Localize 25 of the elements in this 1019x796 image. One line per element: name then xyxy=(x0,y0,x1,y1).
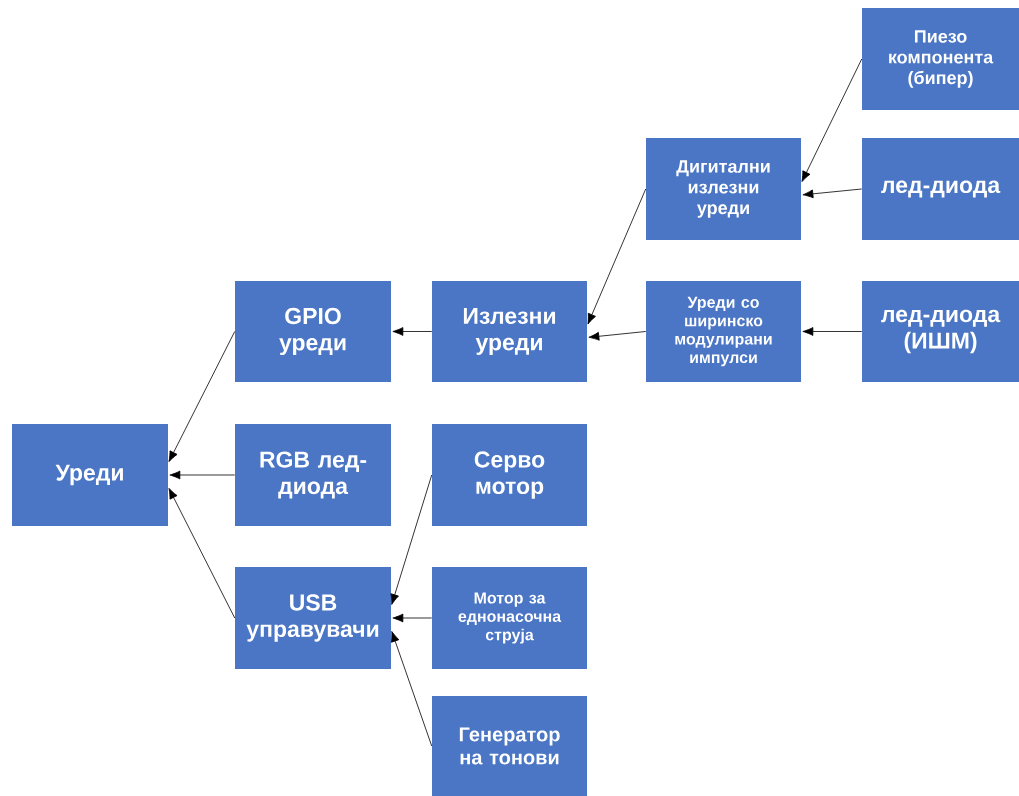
process-box: Пиезо компонента (бипер) xyxy=(862,8,1019,110)
process-box: RGB лед-диода xyxy=(235,424,391,526)
arrow xyxy=(390,474,433,605)
process-box: GPIO уреди xyxy=(235,281,391,382)
process-box: Генератор на тонови xyxy=(432,696,587,796)
arrow xyxy=(392,327,433,336)
arrow xyxy=(168,488,236,619)
arrow xyxy=(588,331,647,341)
process-box: лед-диода xyxy=(862,138,1019,240)
process-box: USB управувачи xyxy=(235,567,391,669)
process-box: Излезни уреди xyxy=(432,281,587,382)
process-box: лед-диода (ИШМ) xyxy=(862,281,1019,382)
arrow xyxy=(802,188,863,199)
arrow xyxy=(801,58,863,182)
process-box: Дигитални излезни уреди xyxy=(646,138,801,240)
process-box: Уреди xyxy=(12,424,168,526)
arrow xyxy=(169,470,236,480)
process-box: Уреди со ширинско модулирани импулси xyxy=(646,281,801,382)
arrow xyxy=(168,331,236,462)
process-box: Серво мотор xyxy=(432,424,587,526)
arrow xyxy=(802,327,863,336)
arrow xyxy=(587,188,647,325)
process-box: Мотор за еднонасочна струја xyxy=(432,567,587,669)
arrow xyxy=(392,613,433,623)
arrow xyxy=(390,631,433,747)
